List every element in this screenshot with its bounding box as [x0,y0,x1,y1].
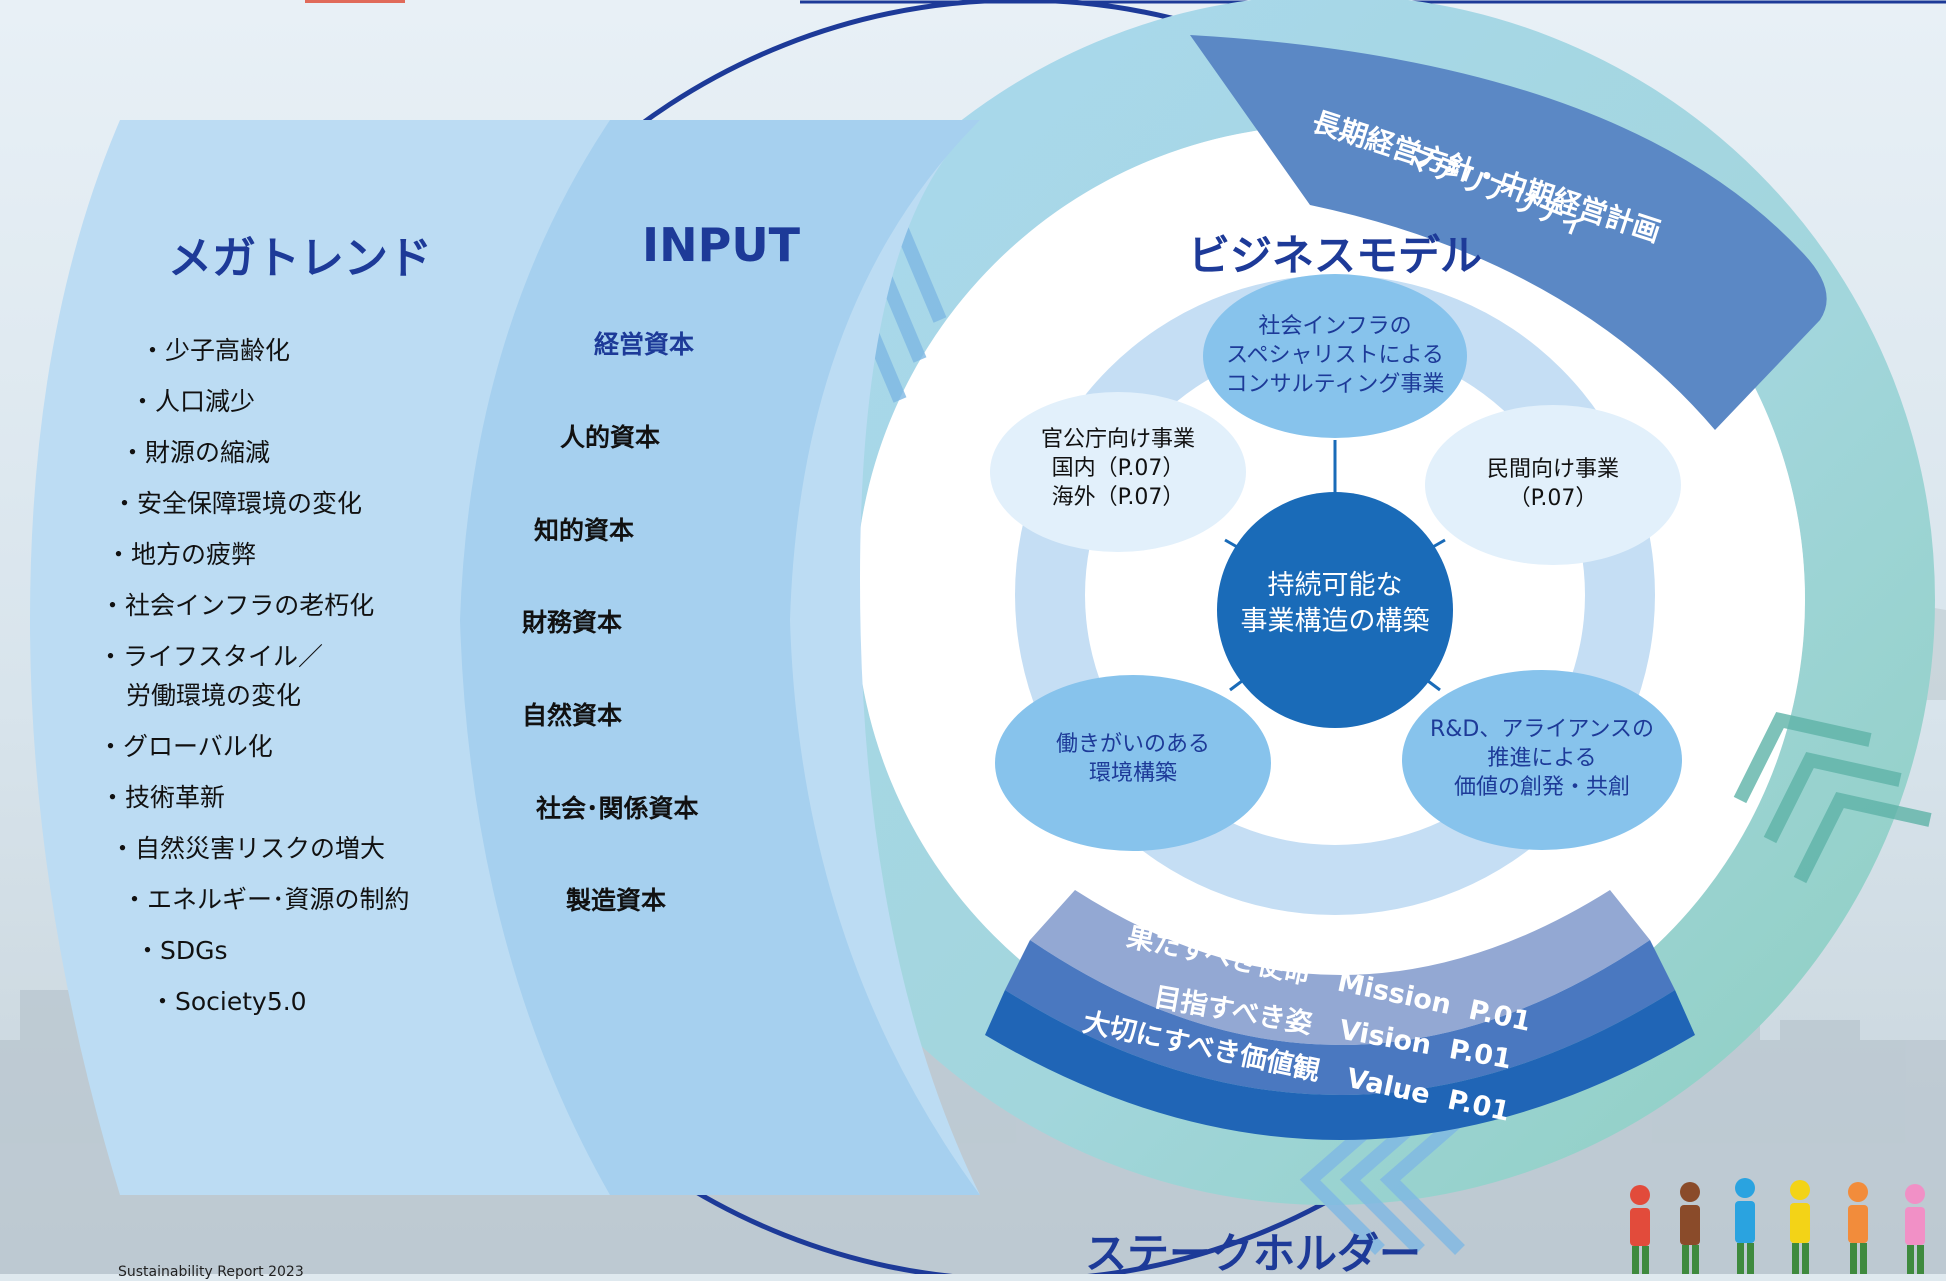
node-private-text: 民間向け事業 （P.07） [1486,457,1619,511]
node-work-environment [995,675,1271,851]
node-government [990,392,1246,552]
node-consulting-text: 社会インフラの スペシャリストによる コンサルティング事業 [1225,314,1445,397]
megatrend-item: ・SDGs [135,936,228,965]
top-dots [305,0,405,3]
megatrend-item: ・グローバル化 [98,732,273,761]
node-private [1425,405,1681,565]
stakeholder-title: ステークホルダー [1085,1229,1422,1278]
input-item: 自然資本 [522,701,623,730]
node-work-environment-text: 働きがいのある 環境構築 [1055,732,1210,786]
center-node-text: 持続可能な 事業構造の構築 [1240,570,1430,637]
megatrend-title: メガトレンド [168,233,432,284]
plan-banner [1190,35,1827,430]
node-rnd [1402,670,1682,850]
input-item: 経営資本 [594,330,695,359]
megatrend-item: ・安全保障環境の変化 [112,489,363,518]
business-model-title: ビジネスモデル [1188,231,1483,280]
ring-chevrons-right [1733,711,1932,884]
megatrend-item: ・社会インフラの老朽化 [100,591,375,620]
megatrend-item: ・少子高齢化 [140,336,291,365]
input-item: 製造資本 [566,886,667,915]
input-item: 社会･関係資本 [536,794,699,823]
footer-text: Sustainability Report 2023 [118,1264,304,1280]
input-item: 知的資本 [534,516,635,545]
megatrend-item: ・Society5.0 [150,987,307,1016]
input-panel [460,120,980,1195]
megatrend-item: ・エネルギー･資源の制約 [122,885,410,914]
input-item: 人的資本 [560,423,661,452]
input-title: INPUT [642,218,801,272]
megatrend-item: ・人口減少 [130,387,256,416]
megatrend-item: 労働環境の変化 [126,681,302,710]
node-government-text: 官公庁向け事業 国内（P.07） 海外（P.07） [1040,427,1195,510]
megatrend-item: ・財源の縮減 [120,438,271,467]
center-node [1217,492,1453,728]
megatrend-item: ・技術革新 [100,783,226,812]
mission-band [1030,890,1650,1045]
megatrend-item: ・ライフスタイル／ [98,642,324,671]
people-illustration [1630,1178,1925,1274]
megatrend-item: ・自然災害リスクの増大 [110,834,386,863]
node-consulting [1203,274,1467,438]
megatrend-item: ・地方の疲弊 [106,540,257,569]
input-item: 財務資本 [522,608,623,637]
vision-band [1005,940,1675,1095]
node-rnd-text: R&D、アライアンスの 推進による 価値の創発・共創 [1429,717,1655,800]
value-band [985,990,1695,1140]
